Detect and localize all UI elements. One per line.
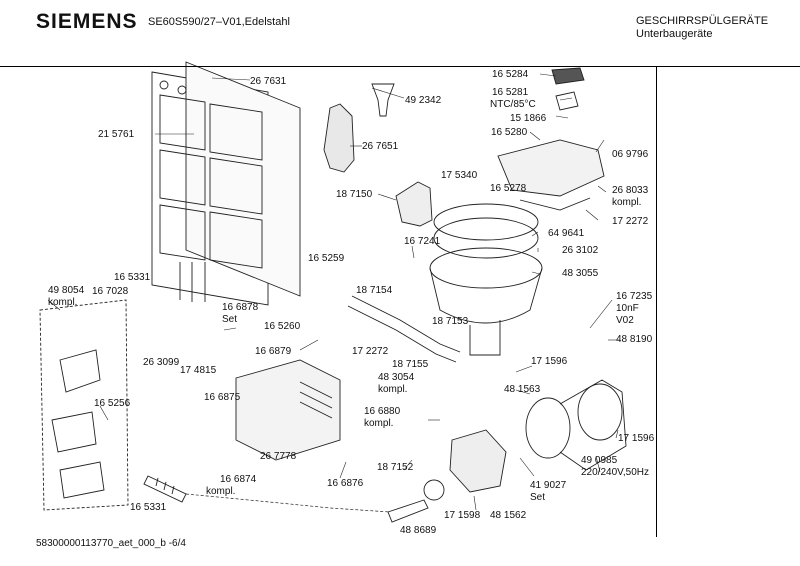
part-label: 16 5281 — [492, 87, 529, 98]
part-label: Set — [222, 314, 238, 325]
part-label: 16 6879 — [255, 346, 292, 357]
part-label: 49 8054 — [48, 285, 85, 296]
part-label: 18 7152 — [377, 462, 414, 473]
part-label: 26 3099 — [143, 357, 180, 368]
part-label: kompl. — [48, 297, 78, 308]
part-label: 64 9641 — [548, 228, 585, 239]
part-label: 26 7651 — [362, 141, 399, 152]
part-label: 16 5259 — [308, 253, 345, 264]
hose-connector — [143, 475, 187, 503]
part-label: 26 3102 — [562, 245, 599, 256]
wiring-dashed — [185, 493, 391, 513]
part-label: V02 — [616, 315, 634, 326]
part-label: 17 5340 — [441, 170, 478, 181]
category-line-2: Unterbaugeräte — [636, 28, 713, 40]
part-label: 16 7028 — [92, 286, 129, 297]
part-label: 48 1563 — [504, 384, 541, 395]
part-label: 26 7631 — [250, 76, 287, 87]
part-label: 49 2342 — [405, 95, 442, 106]
sump-assembly — [429, 203, 543, 356]
aquastop-valve — [39, 299, 129, 511]
part-label: 16 5331 — [114, 272, 151, 283]
part-label: 15 1866 — [510, 113, 547, 124]
part-label: 16 5278 — [490, 183, 527, 194]
part-label: 16 5331 — [130, 502, 167, 513]
drain-hose — [347, 295, 461, 363]
part-label: 17 1596 — [531, 356, 568, 367]
part-label: 16 6878 — [222, 302, 259, 313]
part-label: 16 5256 — [94, 398, 131, 409]
part-label: 26 8033 — [612, 185, 649, 196]
part-label: Set — [530, 492, 546, 503]
part-label: 48 8190 — [616, 334, 653, 345]
part-label: kompl. — [364, 418, 394, 429]
part-label: 18 7150 — [336, 189, 373, 200]
circulation-pump-motor — [525, 379, 627, 471]
part-label: 17 2272 — [352, 346, 389, 357]
funnel-part — [371, 83, 395, 117]
part-label: 48 1562 — [490, 510, 527, 521]
heat-exchanger-panel — [151, 61, 301, 306]
part-label: 16 6875 — [204, 392, 241, 403]
product-category: GESCHIRRSPÜLGERÄTE Unterbaugeräte — [636, 15, 768, 41]
part-label: kompl. — [378, 384, 408, 395]
brand-logo: SIEMENS — [36, 10, 138, 33]
part-label: 21 5761 — [98, 129, 135, 140]
part-label: 16 7241 — [404, 236, 441, 247]
part-label: 48 8689 — [400, 525, 437, 536]
document-reference: 58300000113770_aet_000_b -6/4 — [36, 538, 186, 549]
part-label: 41 9027 — [530, 480, 567, 491]
part-label: 16 6874 — [220, 474, 257, 485]
header-rule — [0, 66, 800, 67]
part-label: 17 2272 — [612, 216, 649, 227]
part-label: 26 7778 — [260, 451, 297, 462]
category-line-1: GESCHIRRSPÜLGERÄTE — [636, 15, 769, 27]
part-label: 16 6880 — [364, 406, 401, 417]
part-label: 18 7155 — [392, 359, 429, 370]
part-label: 17 4815 — [180, 365, 217, 376]
part-label: 18 7154 — [356, 285, 393, 296]
header: SIEMENS SE60S590/27–V01,Edelstahl GESCHI… — [0, 0, 800, 66]
part-label: 16 6876 — [327, 478, 364, 489]
part-label: 16 5260 — [264, 321, 301, 332]
part-label: 06 9796 — [612, 149, 649, 160]
part-label: 10nF — [616, 303, 639, 314]
part-label: 48 3054 — [378, 372, 415, 383]
part-label: 17 1598 — [444, 510, 481, 521]
part-label: 220/240V,50Hz — [581, 467, 650, 478]
part-label: 48 3055 — [562, 268, 599, 279]
part-label: 49 0985 — [581, 455, 618, 466]
part-label: 17 1596 — [618, 433, 655, 444]
water-distributor — [497, 139, 605, 211]
heater-block — [235, 359, 341, 461]
part-label: 16 5280 — [491, 127, 528, 138]
rinse-aid-bottle — [323, 103, 355, 173]
drain-pump — [387, 429, 507, 523]
temperature-sensor — [551, 67, 585, 111]
cover-cap — [395, 181, 433, 227]
part-label: kompl. — [206, 486, 236, 497]
part-label: kompl. — [612, 197, 642, 208]
part-label: NTC/85°C — [490, 99, 536, 110]
part-label: 16 7235 — [616, 291, 653, 302]
leader-lines — [47, 73, 620, 511]
right-column-divider — [656, 67, 657, 537]
part-label: 16 5284 — [492, 69, 529, 80]
part-label: 18 7153 — [432, 316, 469, 327]
model-number: SE60S590/27–V01,Edelstahl — [148, 16, 290, 28]
